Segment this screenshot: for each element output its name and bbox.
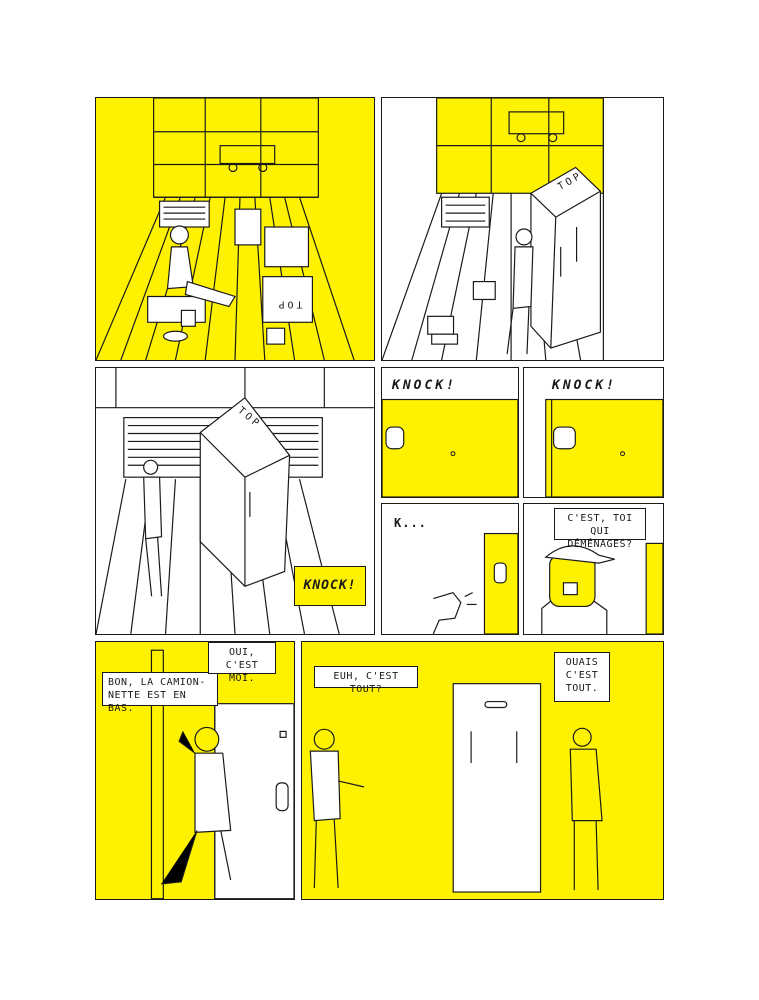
panel-5-caption: KNOCK! bbox=[552, 378, 617, 393]
panel-9-illustration bbox=[309, 683, 603, 893]
panel-5-illustration bbox=[545, 398, 663, 497]
panel-2-carrying-cabinet: TOP bbox=[381, 97, 664, 361]
panel-9-speech-bubble-right: OUAIS C'EST TOUT. bbox=[554, 652, 610, 702]
panel-7-visitor-at-door: C'EST, TOI QUI DÉMÉNAGES? bbox=[523, 503, 664, 635]
panel-1-room-sitting: TOP bbox=[95, 97, 375, 361]
panel-9-cabinet-standing: EUH, C'EST TOUT? OUAIS C'EST TOUT. bbox=[301, 641, 664, 900]
panel-1-illustration: TOP bbox=[96, 98, 355, 360]
panel-6-caption: K... bbox=[394, 516, 427, 530]
panel-4-illustration bbox=[382, 398, 518, 497]
panel-4-caption: KNOCK! bbox=[392, 378, 457, 393]
panel-8-illustration bbox=[150, 649, 294, 899]
panel-1-box-label: TOP bbox=[276, 298, 303, 309]
panel-7-speech-bubble: C'EST, TOI QUI DÉMÉNAGES? bbox=[554, 508, 646, 550]
panel-6-illustration bbox=[432, 532, 518, 634]
panel-3-knock-sfx: KNOCK! bbox=[294, 566, 366, 606]
panel-8-speech-bubble-left: BON, LA CAMION- NETTE EST EN BAS. bbox=[102, 672, 218, 714]
panel-3-top-view-cabinet: TOP KNOCK! bbox=[95, 367, 375, 635]
panel-3-illustration: TOP bbox=[96, 368, 374, 634]
panel-7-illustration bbox=[541, 542, 663, 634]
panel-8-speech-bubble-right: OUI, C'EST MOI. bbox=[208, 642, 276, 684]
panel-6-knock-fist: K... bbox=[381, 503, 519, 635]
panel-4-knock-door: KNOCK! bbox=[381, 367, 519, 498]
panel-5-knock-door: KNOCK! bbox=[523, 367, 664, 498]
panel-9-speech-bubble-left: EUH, C'EST TOUT? bbox=[314, 666, 418, 695]
panel-2-illustration: TOP bbox=[382, 98, 604, 360]
panel-8-entering: BON, LA CAMION- NETTE EST EN BAS. OUI, C… bbox=[95, 641, 295, 900]
